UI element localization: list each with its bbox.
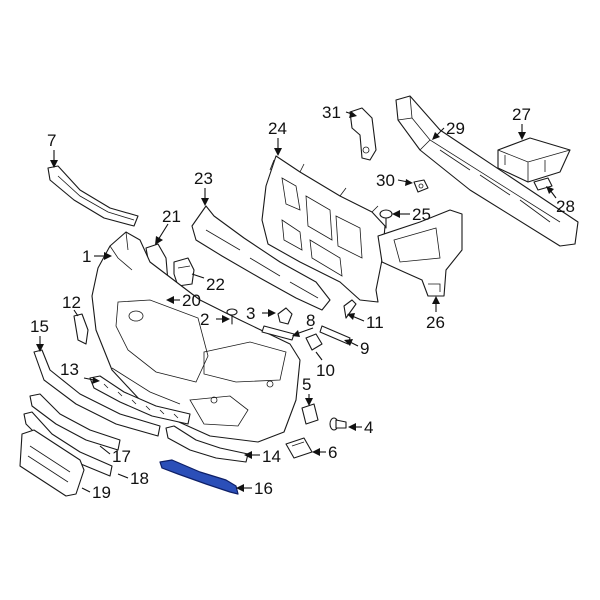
part-14-lower-spoiler[interactable]	[165, 425, 249, 463]
callout-13[interactable]: 13	[60, 360, 79, 379]
part-8-bracket[interactable]	[261, 325, 295, 341]
callout-1[interactable]: 1	[82, 247, 91, 266]
callout-16[interactable]: 16	[254, 479, 273, 498]
callout-18[interactable]: 18	[130, 469, 149, 488]
callout-10[interactable]: 10	[316, 361, 335, 380]
callout-7[interactable]: 7	[47, 131, 56, 150]
leader-lines	[36, 111, 557, 493]
part-24-carrier-frame[interactable]	[261, 155, 386, 303]
callout-30[interactable]: 30	[376, 171, 395, 190]
callout-17[interactable]: 17	[112, 447, 131, 466]
callout-3[interactable]: 3	[246, 304, 255, 323]
part-22-clip[interactable]	[173, 257, 195, 287]
callout-19[interactable]: 19	[92, 483, 111, 502]
callout-28[interactable]: 28	[556, 197, 575, 216]
part-3-clip[interactable]	[277, 307, 293, 325]
callout-9[interactable]: 9	[360, 339, 369, 358]
part-12-bracket[interactable]	[73, 313, 89, 345]
callout-25[interactable]: 25	[412, 205, 431, 224]
callout-31[interactable]: 31	[322, 103, 341, 122]
part-30-nut[interactable]	[413, 179, 429, 193]
callout-labels: 1 2 3 4 5 6 7 8 9 10 11 12 13 14 15 16 1…	[30, 103, 575, 502]
callout-21[interactable]: 21	[162, 207, 181, 226]
part-19-license-bracket[interactable]	[19, 429, 85, 497]
callout-22[interactable]: 22	[206, 275, 225, 294]
part-26-side-bracket[interactable]	[377, 209, 463, 297]
callout-11[interactable]: 11	[366, 313, 384, 332]
callout-12[interactable]: 12	[62, 293, 81, 312]
part-7-trim-strip[interactable]	[47, 165, 139, 227]
callout-4[interactable]: 4	[364, 418, 373, 437]
part-23-mounting-rail[interactable]	[191, 205, 331, 311]
callout-6[interactable]: 6	[328, 443, 337, 462]
part-31-bracket[interactable]	[349, 107, 377, 161]
part-10-fastener[interactable]	[305, 333, 323, 351]
callout-23[interactable]: 23	[194, 169, 213, 188]
part-11-fastener[interactable]	[343, 299, 357, 319]
part-6-bracket[interactable]	[285, 437, 313, 459]
part-2-screw[interactable]	[226, 308, 238, 325]
part-4-push-pin[interactable]	[329, 417, 347, 431]
callout-14[interactable]: 14	[262, 447, 281, 466]
callout-2[interactable]: 2	[200, 310, 209, 329]
callout-20[interactable]: 20	[182, 291, 201, 310]
callout-5[interactable]: 5	[302, 375, 311, 394]
part-1-bumper-cover[interactable]	[91, 231, 301, 443]
part-13-grille-strip[interactable]	[89, 375, 191, 425]
callout-8[interactable]: 8	[306, 311, 315, 330]
callout-29[interactable]: 29	[446, 119, 465, 138]
part-29-impact-beam[interactable]	[395, 95, 579, 247]
part-15-lower-lip[interactable]	[33, 349, 161, 437]
part-5-clip[interactable]	[301, 403, 319, 425]
part-17-lower-strip[interactable]	[29, 393, 121, 451]
part-16-trim-highlighted[interactable]	[159, 459, 239, 495]
part-27-bracket[interactable]	[497, 137, 571, 183]
callout-24[interactable]: 24	[268, 119, 287, 138]
callout-26[interactable]: 26	[426, 313, 445, 332]
callout-15[interactable]: 15	[30, 317, 49, 336]
callout-27[interactable]: 27	[512, 105, 531, 124]
